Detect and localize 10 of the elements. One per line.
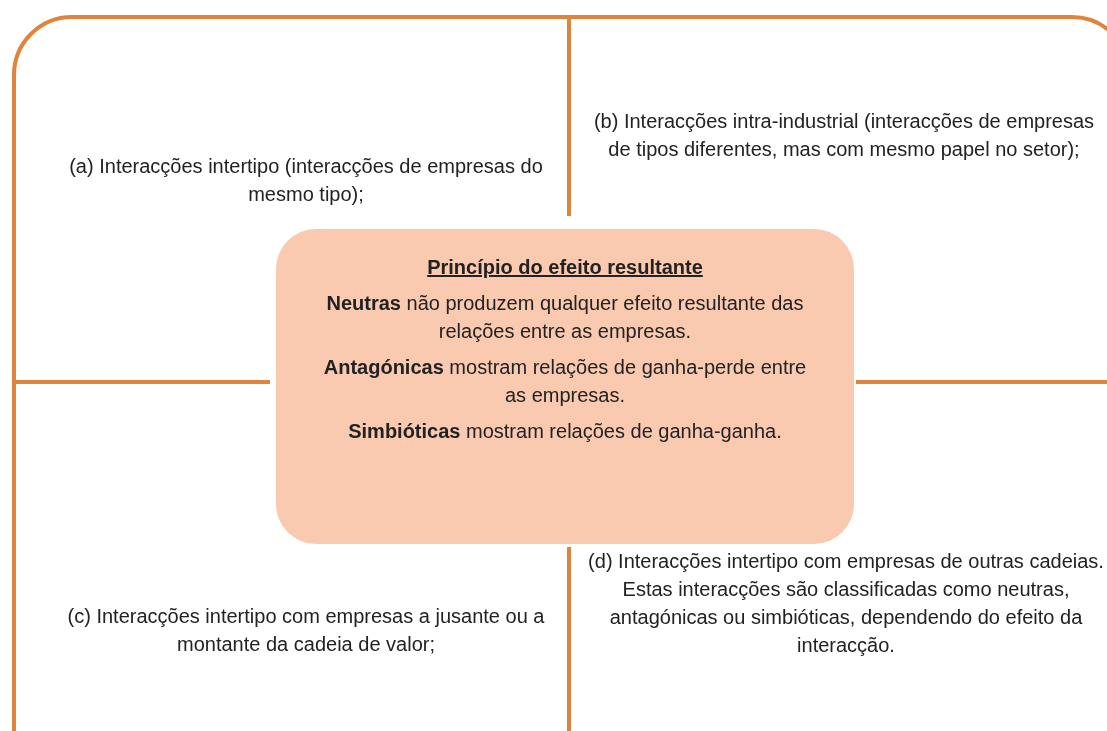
panel-paragraph: Simbióticas mostram relações de ganha-ganha. xyxy=(347,419,783,444)
panel-paragraph: Antagónicas mostram relações de ganha-perde entre as empresas. xyxy=(322,355,808,408)
center-panel xyxy=(276,229,854,544)
quadrant-text: (a) Interacções intertipo (interacções de empresas do mesmo tipo); xyxy=(56,152,556,208)
panel-paragraph: Neutras não produzem qualquer efeito resultante das relações entre as empresas. xyxy=(325,291,805,344)
panel-heading: Princípio do efeito resultante xyxy=(427,255,703,280)
quadrant-text: (b) Interacções intra-industrial (interacções de empresas de tipos diferentes, mas com mesmo papel no setor); xyxy=(584,107,1104,163)
quadrant-text: (d) Interacções intertipo com empresas de outras cadeias. Estas interacções são classificadas como neutras, antagónicas ou simbióticas, dependendo do efeito da interacção. xyxy=(588,547,1104,659)
frame-box xyxy=(12,15,1107,731)
quadrant-text: (c) Interacções intertipo com empresas a jusante ou a montante da cadeia de valor; xyxy=(36,602,576,658)
